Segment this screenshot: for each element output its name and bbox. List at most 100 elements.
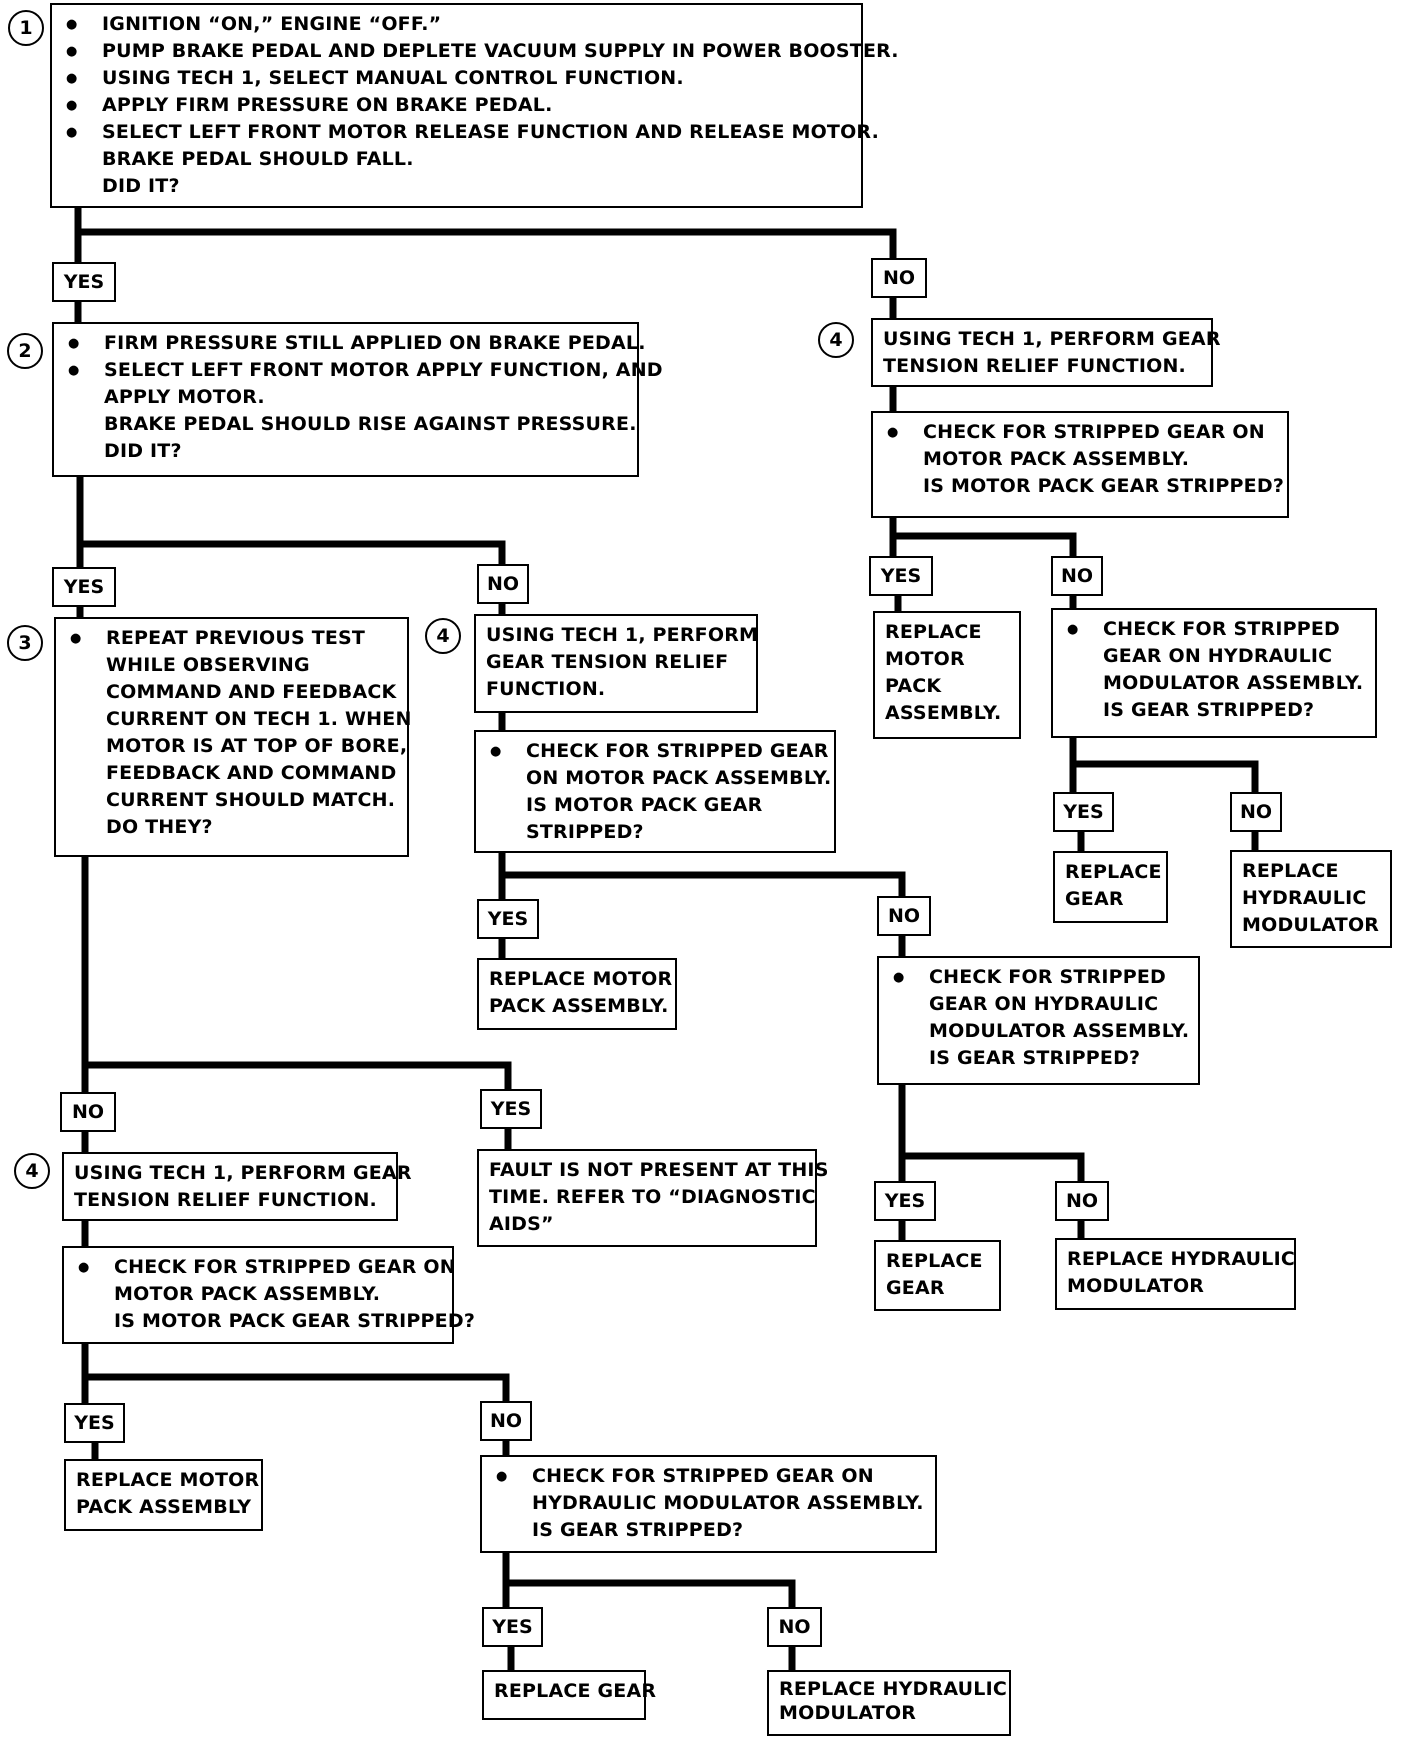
step-4-right-line: TENSION RELIEF FUNCTION.: [883, 355, 1186, 377]
left-check-motor-pack-box: CHECK FOR STRIPPED GEAR ON MOTOR PACK AS…: [62, 1246, 475, 1344]
right-replace-gear-line: REPLACE: [1065, 861, 1162, 883]
left-replace-modulator-box: REPLACE HYDRAULIC MODULATOR: [767, 1670, 1011, 1736]
middle-replace-modulator-line: REPLACE HYDRAULIC: [1067, 1248, 1296, 1270]
middle-replace-modulator-box: REPLACE HYDRAULIC MODULATOR: [1055, 1238, 1296, 1310]
left-check-hydraulic-line: HYDRAULIC MODULATOR ASSEMBLY.: [532, 1492, 924, 1514]
right-replace-modulator-line: MODULATOR: [1242, 914, 1380, 936]
step-3-line: WHILE OBSERVING: [106, 654, 310, 676]
middle-check-hydraulic-line: MODULATOR ASSEMBLY.: [929, 1020, 1190, 1042]
left-check-motor-pack-line: MOTOR PACK ASSEMBLY.: [114, 1283, 381, 1305]
step-4-left-line: TENSION RELIEF FUNCTION.: [74, 1189, 377, 1211]
left-motor-no-label: NO: [480, 1401, 532, 1441]
step-4-middle-line: USING TECH 1, PERFORM: [486, 624, 759, 646]
middle-check-hydraulic-line: GEAR ON HYDRAULIC: [929, 993, 1159, 1015]
step-3-line: CURRENT ON TECH 1. WHEN: [106, 708, 412, 730]
step-2-line: DID IT?: [104, 440, 182, 462]
middle-check-hydraulic-box: CHECK FOR STRIPPED GEAR ON HYDRAULIC MOD…: [877, 956, 1200, 1085]
middle-motor-no-label: NO: [877, 896, 931, 936]
left-check-motor-pack-line: CHECK FOR STRIPPED GEAR ON: [74, 1254, 456, 1281]
step-4-middle-line: GEAR TENSION RELIEF: [486, 651, 729, 673]
step-1-box: IGNITION “ON,” ENGINE “OFF.” PUMP BRAKE …: [50, 3, 899, 208]
middle-replace-motor-pack-line: PACK ASSEMBLY.: [489, 995, 669, 1017]
step-3-yes-label: YES: [480, 1089, 542, 1129]
left-check-hydraulic-line: CHECK FOR STRIPPED GEAR ON: [492, 1463, 925, 1490]
right-replace-modulator-box: REPLACE HYDRAULIC MODULATOR: [1230, 850, 1392, 948]
middle-replace-gear-box: REPLACE GEAR: [874, 1240, 1001, 1311]
step-number-3: 3: [7, 625, 43, 661]
left-hydraulic-yes-label: YES: [482, 1607, 543, 1647]
middle-check-motor-pack-line: STRIPPED?: [526, 821, 644, 843]
right-check-hydraulic-line: IS GEAR STRIPPED?: [1103, 699, 1315, 721]
step-number-2: 2: [7, 333, 43, 369]
left-replace-motor-pack-line: PACK ASSEMBLY: [76, 1496, 252, 1518]
left-replace-modulator-line: MODULATOR: [779, 1702, 917, 1724]
right-motor-yes-label: YES: [869, 556, 933, 596]
middle-hydraulic-no-label: NO: [1055, 1181, 1109, 1221]
step-2-box: FIRM PRESSURE STILL APPLIED ON BRAKE PED…: [52, 322, 663, 477]
step-number-4-left: 4: [14, 1153, 50, 1189]
step-1-yes-label: YES: [52, 262, 116, 302]
right-check-motor-pack-line: IS MOTOR PACK GEAR STRIPPED?: [923, 475, 1285, 497]
step-3-box: REPEAT PREVIOUS TEST WHILE OBSERVING COM…: [54, 617, 412, 857]
middle-check-hydraulic-line: CHECK FOR STRIPPED: [889, 964, 1188, 991]
right-replace-modulator-line: HYDRAULIC: [1242, 887, 1367, 909]
right-check-hydraulic-line: GEAR ON HYDRAULIC: [1103, 645, 1333, 667]
step-2-no-label: NO: [477, 564, 529, 604]
fault-not-present-line: FAULT IS NOT PRESENT AT THIS: [489, 1159, 829, 1181]
fault-not-present-line: TIME. REFER TO “DIAGNOSTIC: [489, 1186, 816, 1208]
fault-not-present-box: FAULT IS NOT PRESENT AT THIS TIME. REFER…: [477, 1149, 829, 1247]
right-check-motor-pack-line: CHECK FOR STRIPPED GEAR ON: [883, 419, 1277, 446]
middle-check-motor-pack-line: CHECK FOR STRIPPED GEAR: [486, 738, 828, 765]
step-2-line: SELECT LEFT FRONT MOTOR APPLY FUNCTION, …: [64, 357, 663, 384]
middle-hydraulic-yes-label: YES: [874, 1181, 936, 1221]
left-replace-gear-box: REPLACE GEAR: [482, 1670, 657, 1720]
step-4-left-line: USING TECH 1, PERFORM GEAR: [74, 1162, 412, 1184]
step-1-no-label: NO: [871, 258, 927, 298]
left-replace-gear-line: REPLACE GEAR: [494, 1680, 657, 1702]
right-check-hydraulic-box: CHECK FOR STRIPPED GEAR ON HYDRAULIC MOD…: [1051, 608, 1377, 738]
right-replace-gear-box: REPLACE GEAR: [1053, 851, 1168, 923]
step-1-line: USING TECH 1, SELECT MANUAL CONTROL FUNC…: [62, 65, 851, 92]
step-1-line: APPLY FIRM PRESSURE ON BRAKE PEDAL.: [62, 92, 851, 119]
right-replace-motor-pack-box: REPLACE MOTOR PACK ASSEMBLY.: [873, 611, 1021, 739]
step-4-right-box: USING TECH 1, PERFORM GEAR TENSION RELIE…: [871, 318, 1220, 387]
middle-replace-modulator-line: MODULATOR: [1067, 1275, 1205, 1297]
right-replace-motor-pack-line: REPLACE: [885, 621, 982, 643]
step-4-middle-box: USING TECH 1, PERFORM GEAR TENSION RELIE…: [474, 614, 758, 713]
right-replace-modulator-line: REPLACE: [1242, 860, 1339, 882]
step-number-4-right: 4: [818, 322, 854, 358]
left-replace-motor-pack-line: REPLACE MOTOR: [76, 1469, 260, 1491]
right-check-motor-pack-box: CHECK FOR STRIPPED GEAR ON MOTOR PACK AS…: [871, 411, 1289, 518]
step-1-line: PUMP BRAKE PEDAL AND DEPLETE VACUUM SUPP…: [62, 38, 899, 65]
right-hydraulic-no-label: NO: [1230, 792, 1282, 832]
middle-check-motor-pack-box: CHECK FOR STRIPPED GEAR ON MOTOR PACK AS…: [474, 730, 836, 853]
right-replace-motor-pack-line: PACK: [885, 675, 942, 697]
step-1-line: SELECT LEFT FRONT MOTOR RELEASE FUNCTION…: [62, 119, 879, 146]
middle-check-motor-pack-line: ON MOTOR PACK ASSEMBLY.: [526, 767, 832, 789]
step-2-yes-label: YES: [52, 567, 116, 607]
step-3-line: CURRENT SHOULD MATCH.: [106, 789, 396, 811]
step-2-line: APPLY MOTOR.: [104, 386, 265, 408]
left-check-hydraulic-box: CHECK FOR STRIPPED GEAR ON HYDRAULIC MOD…: [480, 1455, 937, 1553]
left-motor-yes-label: YES: [64, 1403, 125, 1443]
left-hydraulic-no-label: NO: [767, 1607, 822, 1647]
step-3-line: REPEAT PREVIOUS TEST: [66, 625, 397, 652]
fault-not-present-line: AIDS”: [489, 1213, 554, 1235]
middle-replace-motor-pack-box: REPLACE MOTOR PACK ASSEMBLY.: [477, 958, 677, 1030]
step-1-line: BRAKE PEDAL SHOULD FALL.: [102, 148, 414, 170]
right-check-hydraulic-line: MODULATOR ASSEMBLY.: [1103, 672, 1364, 694]
left-check-hydraulic-line: IS GEAR STRIPPED?: [532, 1519, 744, 1541]
right-check-hydraulic-line: CHECK FOR STRIPPED: [1063, 616, 1365, 643]
left-replace-modulator-line: REPLACE HYDRAULIC: [779, 1678, 1008, 1700]
step-4-middle-line: FUNCTION.: [486, 678, 606, 700]
right-replace-motor-pack-line: ASSEMBLY.: [885, 702, 1002, 724]
step-3-line: DO THEY?: [106, 816, 213, 838]
step-2-line: FIRM PRESSURE STILL APPLIED ON BRAKE PED…: [64, 330, 645, 357]
middle-replace-gear-line: REPLACE: [886, 1250, 983, 1272]
right-hydraulic-yes-label: YES: [1053, 792, 1114, 832]
left-replace-motor-pack-box: REPLACE MOTOR PACK ASSEMBLY: [64, 1459, 263, 1531]
middle-replace-gear-line: GEAR: [886, 1277, 945, 1299]
step-4-left-box: USING TECH 1, PERFORM GEAR TENSION RELIE…: [62, 1152, 412, 1221]
middle-check-hydraulic-line: IS GEAR STRIPPED?: [929, 1047, 1141, 1069]
